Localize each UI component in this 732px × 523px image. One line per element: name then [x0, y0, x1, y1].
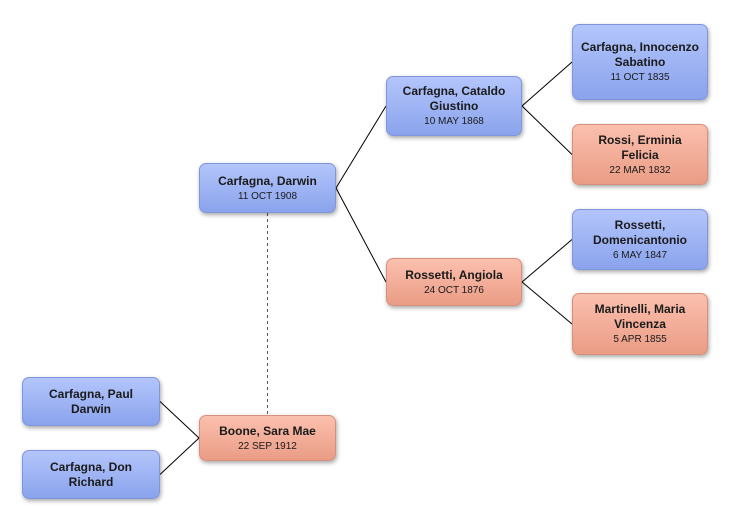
person-card-maria-martinelli[interactable]: Martinelli, Maria Vincenza 5 APR 1855	[572, 293, 708, 355]
person-name: Rossi, Erminia Felicia	[598, 132, 682, 162]
person-name: Martinelli, Maria Vincenza	[594, 302, 686, 331]
person-name: Rossetti, Angiola	[405, 267, 503, 282]
person-birth-date: 5 APR 1855	[613, 334, 667, 345]
person-card-cataldo-carfagna[interactable]: Carfagna, Cataldo Giustino 10 MAY 1868	[386, 76, 522, 136]
person-card-darwin-carfagna[interactable]: Carfagna, Darwin 11 OCT 1908	[199, 163, 336, 213]
parent-connector-paul-sara	[159, 401, 200, 439]
person-name: Carfagna, Don Richard	[49, 459, 132, 489]
person-name: Carfagna, Cataldo Giustino	[402, 84, 506, 113]
person-name: Rossetti, Domenicantonio	[592, 217, 687, 247]
person-birth-date: 24 OCT 1876	[424, 284, 484, 296]
parent-connector-darwin-cataldo	[335, 105, 387, 189]
person-birth-date: 10 MAY 1868	[424, 116, 484, 127]
person-card-erminia-rossi[interactable]: Rossi, Erminia Felicia 22 MAR 1832	[572, 124, 708, 185]
person-card-angiola-rossetti[interactable]: Rossetti, Angiola 24 OCT 1876	[386, 258, 522, 306]
parent-connector-cataldo-erminia	[521, 105, 573, 155]
person-card-don-carfagna[interactable]: Carfagna, Don Richard	[22, 450, 160, 499]
parent-connector-don-sara	[159, 437, 200, 475]
parent-connector-cataldo-innocenzo	[521, 61, 573, 107]
person-birth-date: 22 MAR 1832	[609, 164, 671, 176]
parent-connector-angiola-maria	[521, 281, 573, 325]
person-card-innocenzo-carfagna[interactable]: Carfagna, Innocenzo Sabatino 11 OCT 1835	[572, 24, 708, 100]
person-card-domenicantonio-rossetti[interactable]: Rossetti, Domenicantonio 6 MAY 1847	[572, 209, 708, 270]
person-birth-date: 6 MAY 1847	[612, 249, 668, 261]
parent-connector-darwin-angiola	[335, 187, 387, 283]
parent-connector-angiola-domenicantonio	[521, 239, 573, 283]
person-birth-date: 11 OCT 1908	[237, 190, 298, 202]
person-name: Carfagna, Paul Darwin	[48, 386, 134, 416]
person-name: Carfagna, Darwin	[218, 173, 317, 188]
person-birth-date: 22 SEP 1912	[238, 440, 297, 452]
person-card-sara-boone[interactable]: Boone, Sara Mae 22 SEP 1912	[199, 415, 336, 461]
person-card-paul-carfagna[interactable]: Carfagna, Paul Darwin	[22, 377, 160, 426]
person-birth-date: 11 OCT 1835	[610, 72, 670, 83]
person-name: Boone, Sara Mae	[219, 423, 316, 438]
person-name: Carfagna, Innocenzo Sabatino	[580, 40, 699, 69]
